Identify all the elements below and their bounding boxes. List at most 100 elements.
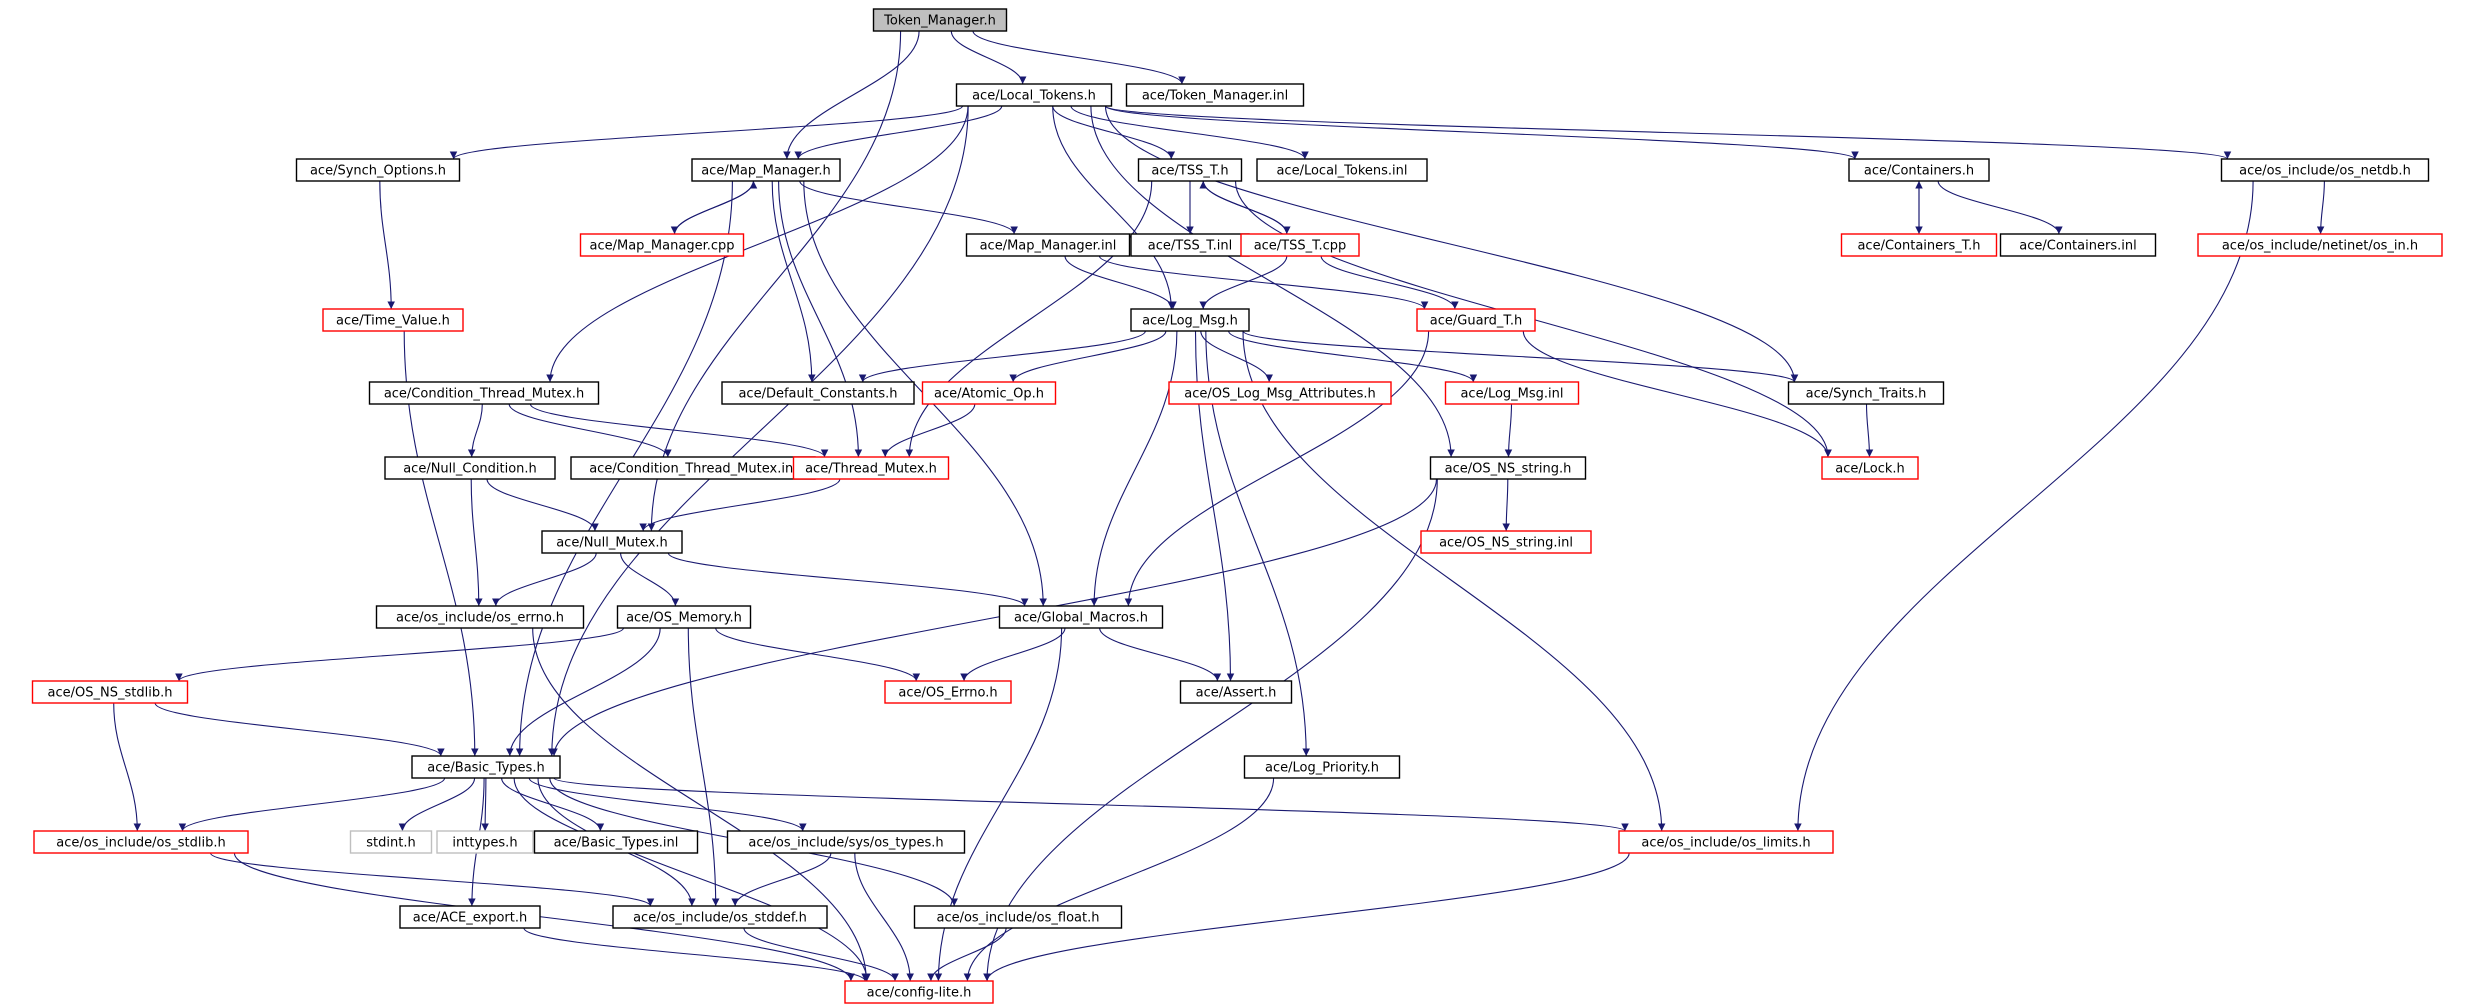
node-time-value-h[interactable]: ace/Time_Value.h: [322, 308, 464, 332]
node-token-manager-h[interactable]: Token_Manager.h: [872, 8, 1008, 32]
node-box: [322, 308, 464, 332]
node-atomic-op-h[interactable]: ace/Atomic_Op.h: [921, 381, 1057, 405]
node-box: [1137, 158, 1243, 182]
node-box: [1999, 233, 2157, 257]
node-guard-t-h[interactable]: ace/Guard_T.h: [1416, 308, 1536, 332]
node-assert-h[interactable]: ace/Assert.h: [1179, 680, 1293, 704]
node-log-msg-h[interactable]: ace/Log_Msg.h: [1130, 308, 1250, 332]
edge-synch-traits-h-to-lock-h: [1865, 403, 1874, 458]
node-label: inttypes.h: [452, 836, 517, 851]
node-condition-thread-mutex-h[interactable]: ace/Condition_Thread_Mutex.h: [368, 381, 600, 405]
node-box: [349, 830, 433, 854]
node-map-manager-inl[interactable]: ace/Map_Manager.inl: [965, 233, 1131, 257]
node-box: [1821, 456, 1919, 480]
node-box: [965, 233, 1131, 257]
node-os-stdlib-h[interactable]: ace/os_include/os_stdlib.h: [33, 830, 249, 854]
node-os-limits-h[interactable]: ace/os_include/os_limits.h: [1618, 830, 1834, 854]
edge-line: [1052, 105, 1176, 310]
node-stdint-h: stdint.h: [349, 830, 433, 854]
edge-line: [620, 552, 680, 607]
edge-line: [1504, 403, 1513, 458]
edge-line: [449, 105, 964, 160]
node-label: ace/Log_Msg.inl: [1460, 387, 1563, 402]
edge-local-tokens-h-to-log-msg-h: [1052, 105, 1176, 310]
edge-condition-thread-mutex-h-to-condition-thread-mutex-inl: [508, 403, 672, 458]
node-tss-t-h[interactable]: ace/TSS_T.h: [1137, 158, 1243, 182]
node-default-constants-h[interactable]: ace/Default_Constants.h: [721, 381, 915, 405]
node-label: ace/Default_Constants.h: [738, 387, 897, 402]
edge-null-mutex-h-to-os-memory-h: [620, 552, 680, 607]
node-containers-h[interactable]: ace/Containers.h: [1848, 158, 1990, 182]
node-box: [1130, 308, 1250, 332]
edge-log-msg-h-to-global-macros-h: [1090, 330, 1178, 607]
edge-line: [1199, 180, 1288, 235]
node-synch-options-h[interactable]: ace/Synch_Options.h: [295, 158, 461, 182]
node-os-float-h[interactable]: ace/os_include/os_float.h: [913, 905, 1123, 929]
edge-line: [546, 105, 969, 383]
node-containers-inl[interactable]: ace/Containers.inl: [1999, 233, 2157, 257]
node-os-errno-cap-h[interactable]: ace/OS_Errno.h: [884, 680, 1012, 704]
node-os-stddef-h[interactable]: ace/os_include/os_stddef.h: [612, 905, 828, 929]
node-thread-mutex-h[interactable]: ace/Thread_Mutex.h: [792, 456, 950, 480]
edge-line: [783, 30, 920, 160]
node-os-in-h[interactable]: ace/os_include/netinet/os_in.h: [2197, 233, 2443, 257]
edge-line: [983, 852, 1630, 982]
node-log-priority-h[interactable]: ace/Log_Priority.h: [1243, 755, 1401, 779]
node-basic-types-h[interactable]: ace/Basic_Types.h: [411, 755, 561, 779]
node-os-ns-string-h[interactable]: ace/OS_NS_string.h: [1429, 456, 1587, 480]
edge-line: [1794, 180, 2254, 832]
edge-log-msg-h-to-os-limits-h: [1242, 330, 1666, 832]
node-tss-t-cpp[interactable]: ace/TSS_T.cpp: [1240, 233, 1360, 257]
edge-token-manager-h-to-local-tokens-h: [950, 30, 1027, 85]
node-os-memory-h[interactable]: ace/OS_Memory.h: [616, 605, 752, 629]
node-lock-h[interactable]: ace/Lock.h: [1821, 456, 1919, 480]
edge-line: [1320, 255, 1459, 310]
node-map-manager-cpp[interactable]: ace/Map_Manager.cpp: [579, 233, 745, 257]
edge-log-priority-h-to-config-lite-h: [963, 777, 1275, 982]
node-condition-thread-mutex-inl[interactable]: ace/Condition_Thread_Mutex.inl: [570, 456, 816, 480]
node-config-lite-h[interactable]: ace/config-lite.h: [844, 980, 994, 1004]
node-ace-export-h[interactable]: ace/ACE_export.h: [399, 905, 541, 929]
node-os-ns-string-inl[interactable]: ace/OS_NS_string.inl: [1420, 530, 1592, 554]
edge-basic-types-h-to-stdint-h: [398, 777, 476, 832]
node-box: [691, 158, 841, 182]
edge-line: [963, 777, 1275, 982]
edge-line: [154, 702, 445, 757]
node-null-mutex-h[interactable]: ace/Null_Mutex.h: [541, 530, 683, 554]
node-basic-types-inl[interactable]: ace/Basic_Types.inl: [533, 830, 699, 854]
node-os-ns-stdlib-h[interactable]: ace/OS_NS_stdlib.h: [31, 680, 189, 704]
node-synch-traits-h[interactable]: ace/Synch_Traits.h: [1787, 381, 1945, 405]
node-label: ace/OS_NS_string.inl: [1439, 536, 1573, 551]
edge-line: [508, 403, 672, 458]
node-null-condition-h[interactable]: ace/Null_Condition.h: [384, 456, 556, 480]
edge-os-ns-string-h-to-os-ns-string-inl: [1502, 478, 1511, 532]
node-log-msg-inl[interactable]: ace/Log_Msg.inl: [1444, 381, 1580, 405]
node-box: [726, 830, 966, 854]
edge-line: [529, 403, 829, 458]
node-os-netdb-h[interactable]: ace/os_include/os_netdb.h: [2220, 158, 2430, 182]
node-tss-t-inl[interactable]: ace/TSS_T.inl: [1130, 233, 1250, 257]
node-os-errno-h[interactable]: ace/os_include/os_errno.h: [375, 605, 585, 629]
edge-line: [1099, 627, 1222, 682]
node-os-types-h[interactable]: ace/os_include/sys/os_types.h: [726, 830, 966, 854]
node-global-macros-h[interactable]: ace/Global_Macros.h: [998, 605, 1164, 629]
node-label: ace/Lock.h: [1835, 462, 1905, 477]
edge-line: [731, 852, 832, 907]
edge-os-types-h-to-config-lite-h: [854, 852, 915, 982]
edge-os-ns-string-h-to-basic-types-h: [550, 478, 1438, 757]
node-os-log-msg-attributes-h[interactable]: ace/OS_Log_Msg_Attributes.h: [1168, 381, 1392, 405]
edge-ace-export-h-to-config-lite-h: [523, 927, 869, 982]
node-label: ace/Local_Tokens.h: [972, 89, 1096, 104]
node-containers-t-h[interactable]: ace/Containers_T.h: [1840, 233, 1998, 257]
node-local-tokens-inl[interactable]: ace/Local_Tokens.inl: [1256, 158, 1428, 182]
node-map-manager-h[interactable]: ace/Map_Manager.h: [691, 158, 841, 182]
edge-thread-mutex-h-to-null-mutex-h: [639, 478, 841, 532]
node-label: ace/Condition_Thread_Mutex.h: [384, 387, 584, 402]
edge-line: [1199, 255, 1288, 310]
edge-condition-thread-mutex-h-to-null-condition-h: [467, 403, 483, 458]
edge-log-msg-h-to-synch-traits-h: [1242, 330, 1799, 383]
node-token-manager-inl[interactable]: ace/Token_Manager.inl: [1125, 83, 1305, 107]
node-label: ace/Token_Manager.inl: [1142, 89, 1288, 104]
node-local-tokens-h[interactable]: ace/Local_Tokens.h: [955, 83, 1113, 107]
